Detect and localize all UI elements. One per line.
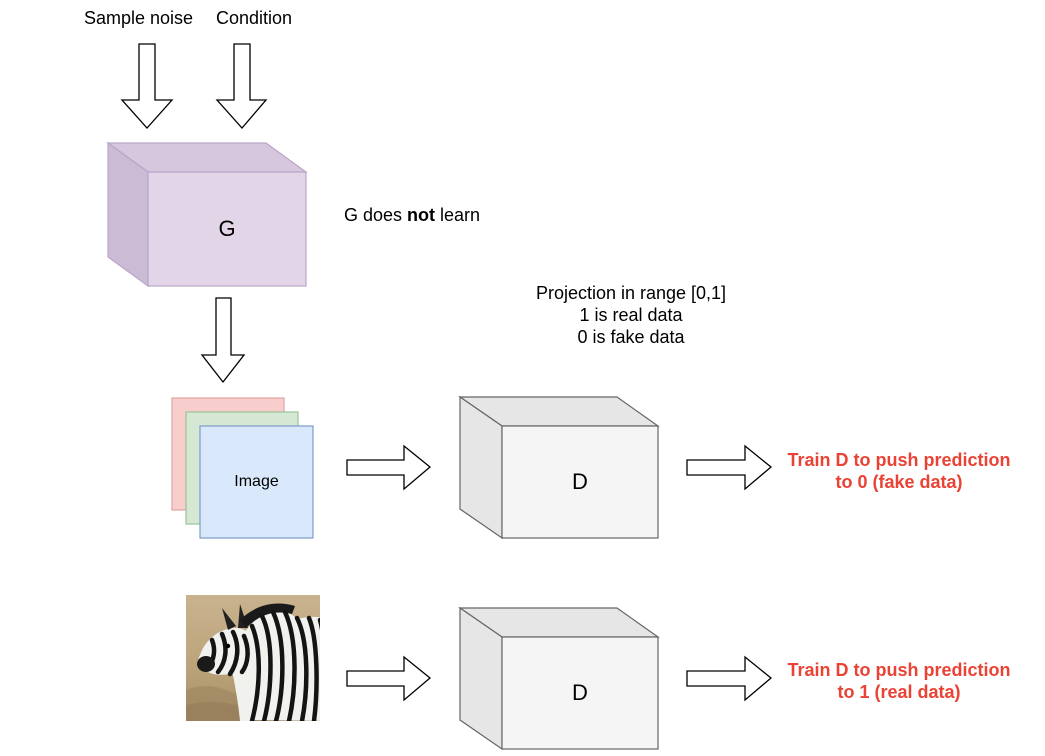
- condition-down-arrow: [215, 43, 268, 129]
- generator-note: G does not learn: [344, 204, 480, 226]
- real-result-text: Train D to push prediction to 1 (real da…: [770, 659, 1028, 703]
- generator-output-arrow: [200, 297, 246, 384]
- projection-text: Projection in range [0,1] 1 is real data…: [506, 282, 756, 348]
- d-real-front-face: [501, 636, 659, 750]
- d-real-label: D: [572, 680, 588, 705]
- generator-cube: [106, 141, 308, 288]
- projection-line-1: Projection in range [0,1]: [535, 283, 727, 303]
- generator-note-prefix: G does: [344, 205, 408, 225]
- noise-label: Sample noise: [84, 8, 194, 28]
- photo-to-d-arrow: [346, 655, 432, 702]
- projection-line-2: 1 is real data: [579, 305, 683, 325]
- discriminator-cube-fake: [458, 395, 660, 540]
- discriminator-cube-real: [458, 606, 660, 751]
- generator-note-bold: not: [407, 205, 436, 225]
- d-fake-front-face: [501, 425, 659, 539]
- image-label: Image: [234, 473, 279, 490]
- image-to-d-arrow: [346, 444, 432, 491]
- projection-line-3: 0 is fake data: [577, 327, 685, 347]
- d-fake-label: D: [572, 469, 588, 494]
- fake-result-text: Train D to push prediction to 0 (fake da…: [770, 449, 1028, 493]
- real-result-line-2: to 1 (real data): [837, 682, 961, 702]
- d-fake-to-result-arrow: [686, 444, 773, 491]
- real-result-line-1: Train D to push prediction: [787, 660, 1011, 680]
- fake-result-line-1: Train D to push prediction: [787, 450, 1011, 470]
- generator-label: G: [218, 216, 236, 241]
- zebra-photo: [186, 595, 320, 721]
- fake-result-line-2: to 0 (fake data): [835, 472, 963, 492]
- generator-front-face: [147, 171, 307, 287]
- image-layer-blue: [199, 425, 314, 539]
- generator-note-suffix: learn: [435, 205, 481, 225]
- noise-down-arrow: [120, 43, 174, 129]
- generated-image-stack: [171, 397, 314, 539]
- d-real-to-result-arrow: [686, 655, 773, 702]
- condition-label: Condition: [216, 8, 293, 28]
